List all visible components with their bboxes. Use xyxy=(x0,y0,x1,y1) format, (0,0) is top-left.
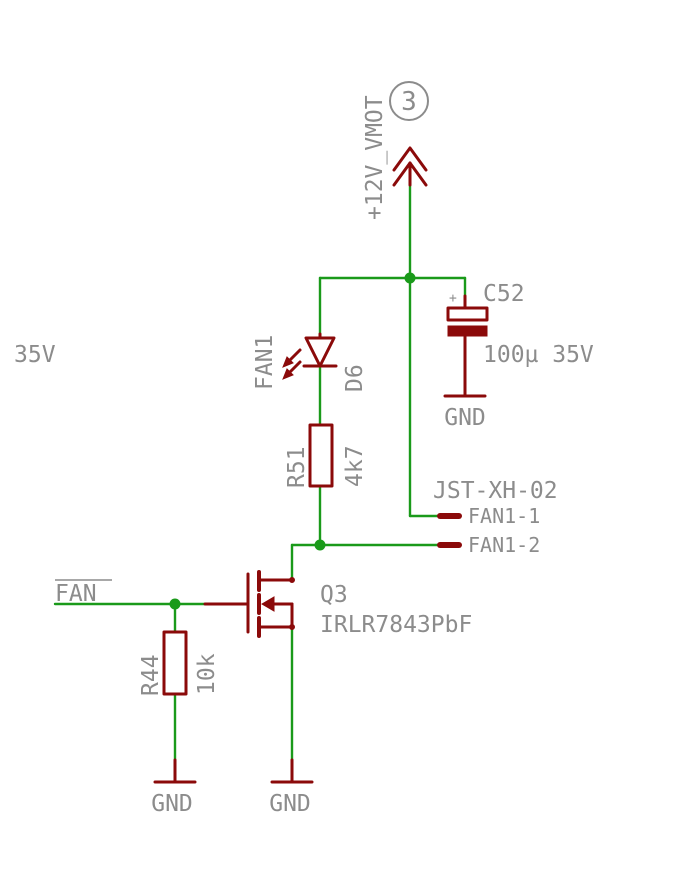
capacitor-plus-label: + xyxy=(449,291,457,306)
gnd-symbol-r44 xyxy=(153,758,197,784)
junction-drain xyxy=(314,539,326,551)
supply-marker-label: 3 xyxy=(401,87,417,117)
r51-name-label: R51 xyxy=(284,446,310,488)
pin2-label: FAN1-2 xyxy=(468,533,540,557)
mosfet-q3 xyxy=(203,570,295,638)
capacitor-name-label: C52 xyxy=(483,281,525,307)
supply-symbol xyxy=(392,146,428,187)
gnd-symbol-mosfet xyxy=(270,758,314,784)
fan-net-label: FAN xyxy=(55,581,97,607)
connector-label: JST-XH-02 xyxy=(433,478,558,504)
pin1-label: FAN1-1 xyxy=(468,504,540,528)
led-ref-label: D6 xyxy=(342,364,368,392)
led-d6 xyxy=(282,332,338,380)
supply-net-label: +12V_VMOT xyxy=(362,95,388,220)
junction-gate xyxy=(169,598,181,610)
supply-marker-circle xyxy=(389,81,429,121)
r51-value-label: 4k7 xyxy=(342,445,368,487)
capacitor-value-label: 100µ 35V xyxy=(483,342,594,368)
mosfet-part-label: IRLR7843PbF xyxy=(320,612,472,638)
junction-top xyxy=(404,272,416,284)
r44-name-label: R44 xyxy=(138,654,164,696)
gnd-label-capacitor: GND xyxy=(444,405,486,431)
resistor-r44 xyxy=(162,630,188,696)
capacitor-c52 xyxy=(443,294,489,398)
led-name-label: FAN1 xyxy=(252,335,278,390)
resistor-r51 xyxy=(308,423,334,488)
wires xyxy=(53,183,467,782)
mosfet-name-label: Q3 xyxy=(320,582,348,608)
stray-voltage-label: 35V xyxy=(14,342,56,368)
r44-value-label: 10k xyxy=(194,653,220,695)
gnd-label-r44: GND xyxy=(151,791,193,817)
gnd-label-mosfet: GND xyxy=(269,791,311,817)
